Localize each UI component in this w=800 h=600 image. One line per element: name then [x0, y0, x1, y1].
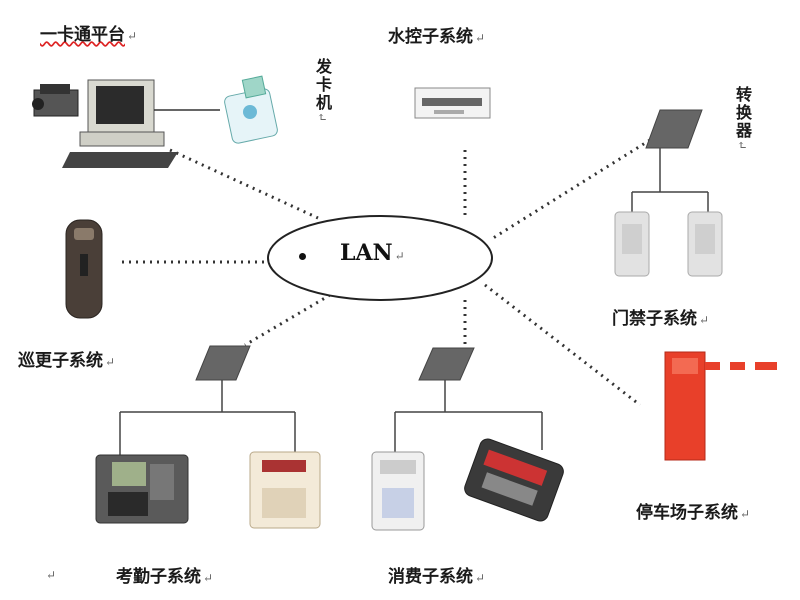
printer-icon — [32, 84, 79, 117]
access-bus-lines — [631, 148, 709, 215]
parking-label: 停车场子系统↵ — [636, 503, 751, 523]
attendance-bus-lines — [119, 380, 296, 458]
attendance-label: 考勤子系统↵ — [116, 567, 214, 587]
connector-platform — [169, 148, 319, 220]
card-issuer-label: 发卡机↵ — [313, 58, 332, 125]
consumption-switch-icon — [418, 347, 475, 381]
water-label: 水控子系统↵ — [388, 27, 486, 47]
attendance-switch-icon — [195, 345, 251, 381]
return-mark: ↵ — [315, 112, 329, 125]
connectors — [122, 138, 651, 407]
converter-label: 转换器↵ — [733, 86, 752, 153]
return-mark: ↵ — [475, 31, 486, 45]
access-label: 门禁子系统↵ — [612, 309, 710, 329]
access-reader-icon — [614, 211, 723, 277]
connector-parking — [484, 283, 641, 407]
attendance-keypad-icon — [249, 451, 321, 529]
return-mark: ↵ — [475, 571, 486, 585]
lan-bullet — [299, 253, 306, 260]
converter-icon — [645, 109, 703, 149]
lan-ellipse — [267, 215, 493, 301]
return-mark: ↵ — [105, 355, 116, 369]
attendance-terminal-icon — [95, 454, 189, 524]
patrol-device-icon — [65, 219, 103, 319]
return-mark: ↵ — [127, 29, 138, 43]
parking-barrier-icon — [664, 351, 777, 461]
card-issuer-icon — [224, 75, 278, 144]
return-mark: ↵ — [203, 571, 214, 585]
return-mark: ↵ — [740, 507, 751, 521]
pos-terminal-icon — [371, 451, 425, 531]
return-mark: ↵ — [394, 249, 405, 263]
lan-label: LAN↵ — [340, 240, 405, 266]
footer-return-mark: ↵ — [46, 568, 57, 582]
card-reader-icon — [464, 438, 564, 522]
platform-label: 一卡通平台↵ — [40, 25, 138, 45]
return-mark: ↵ — [735, 140, 749, 153]
water-controller-icon — [414, 87, 491, 119]
connector-attendance — [244, 293, 331, 347]
patrol-label: 巡更子系统↵ — [18, 351, 116, 371]
consumption-label: 消费子系统↵ — [388, 567, 486, 587]
consumption-bus-lines — [394, 380, 543, 455]
computer-icon — [62, 79, 220, 168]
return-mark: ↵ — [699, 313, 710, 327]
